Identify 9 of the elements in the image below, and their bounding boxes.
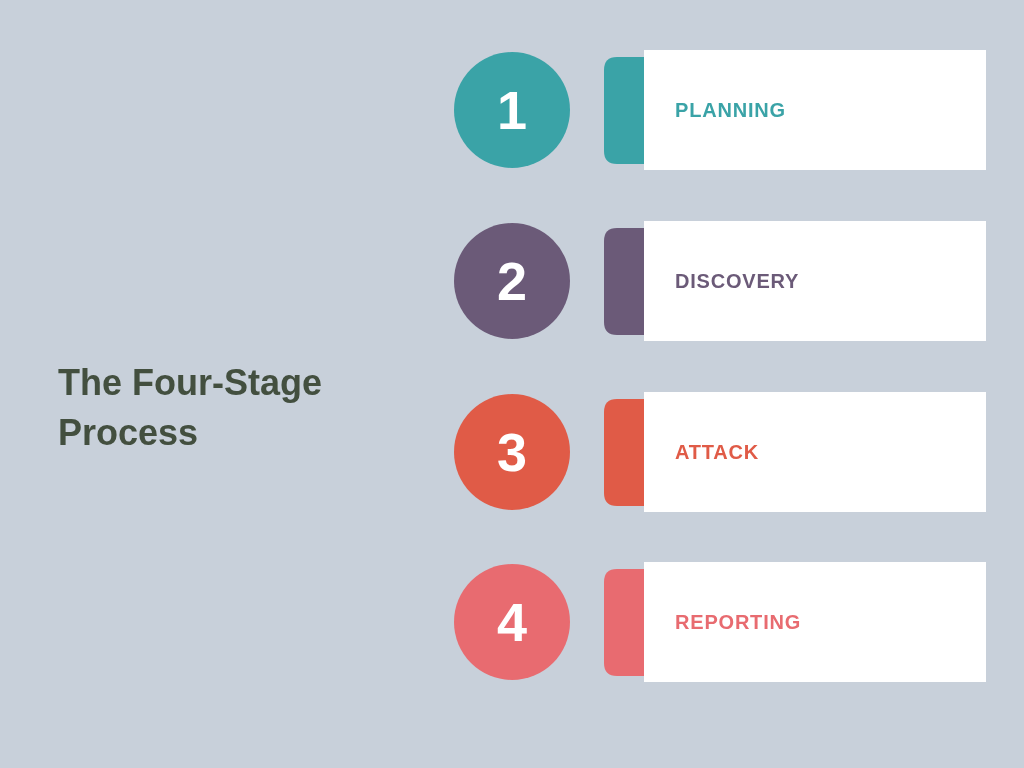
- step-number: 4: [496, 592, 527, 652]
- stage-label: DISCOVERY: [675, 269, 800, 293]
- step-number: 2: [496, 251, 527, 311]
- title: The Four-Stage Process: [58, 361, 323, 455]
- step-number: 3: [496, 422, 527, 482]
- stage-label: ATTACK: [675, 440, 760, 464]
- stage-label: PLANNING: [675, 98, 786, 122]
- step-number: 1: [496, 80, 527, 140]
- stage-label: REPORTING: [675, 610, 802, 634]
